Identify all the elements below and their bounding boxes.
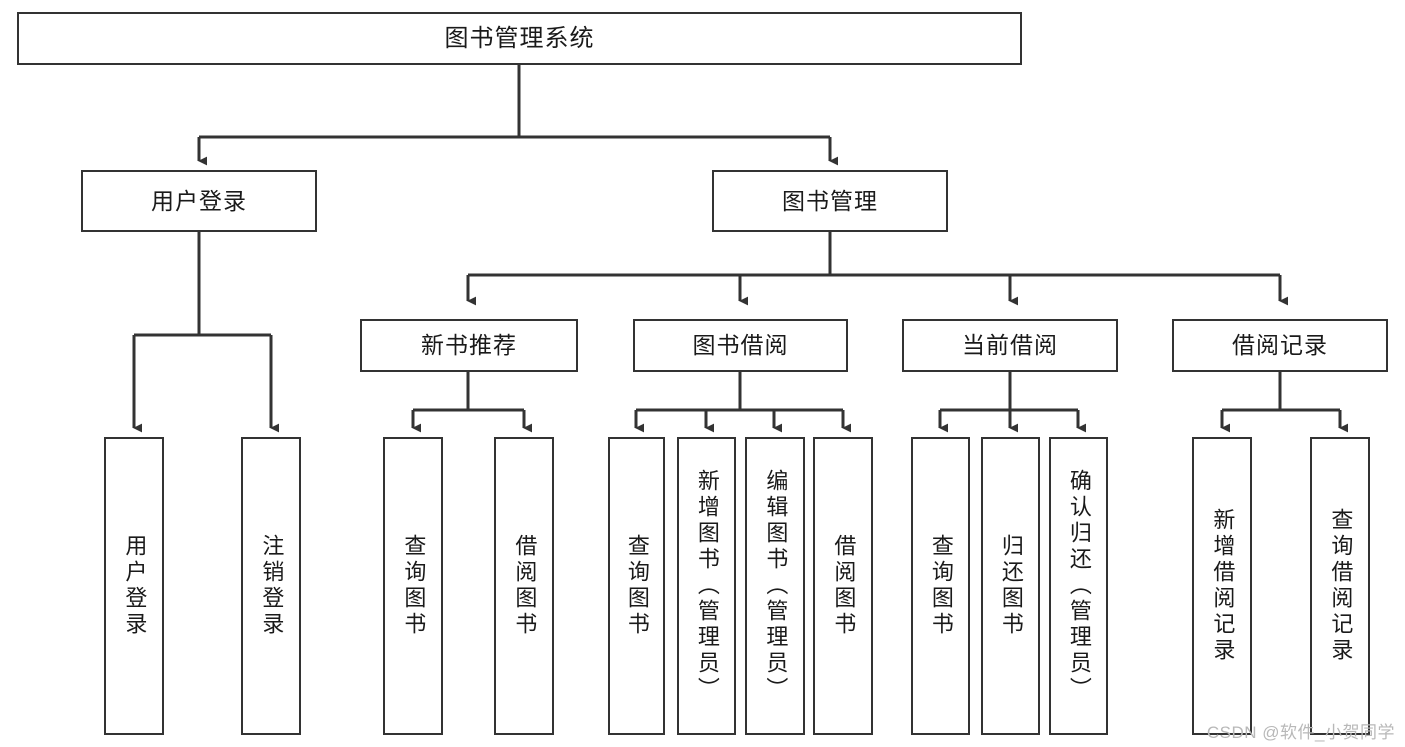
- node-label: 查询图书: [401, 534, 427, 638]
- node-book-borrow[interactable]: 图书借阅: [633, 319, 848, 372]
- node-label: 借阅记录: [1232, 332, 1328, 359]
- node-label: 确认归还（管理员）: [1066, 469, 1092, 703]
- node-label: 当前借阅: [962, 332, 1058, 359]
- csdn-watermark: CSDN @软件_小贺同学: [1206, 723, 1395, 742]
- leaf-query-book-borrow[interactable]: 查询图书: [608, 437, 665, 735]
- node-label: 借阅图书: [512, 534, 538, 638]
- node-current-borrow[interactable]: 当前借阅: [902, 319, 1118, 372]
- node-label: 查询图书: [928, 534, 954, 638]
- node-label: 注销登录: [259, 534, 285, 638]
- node-new-book-recommend[interactable]: 新书推荐: [360, 319, 578, 372]
- leaf-query-book-current[interactable]: 查询图书: [911, 437, 970, 735]
- node-label: 图书借阅: [692, 332, 789, 359]
- node-label: 编辑图书（管理员）: [763, 469, 789, 703]
- node-book-management[interactable]: 图书管理: [712, 170, 948, 232]
- leaf-edit-book-admin[interactable]: 编辑图书（管理员）: [745, 437, 805, 735]
- node-label: 归还图书: [998, 534, 1024, 638]
- node-label: 新增借阅记录: [1210, 508, 1236, 664]
- leaf-return-book[interactable]: 归还图书: [981, 437, 1040, 735]
- node-label: 查询图书: [624, 534, 650, 638]
- node-label: 新书推荐: [421, 332, 517, 359]
- node-label: 图书管理: [782, 187, 878, 214]
- leaf-query-book-recommend[interactable]: 查询图书: [383, 437, 443, 735]
- leaf-add-borrow-record[interactable]: 新增借阅记录: [1192, 437, 1252, 735]
- node-label: 用户登录: [151, 187, 247, 214]
- node-root-book-management-system[interactable]: 图书管理系统: [17, 12, 1022, 65]
- leaf-borrow-book-recommend[interactable]: 借阅图书: [494, 437, 554, 735]
- leaf-add-book-admin[interactable]: 新增图书（管理员）: [677, 437, 736, 735]
- node-label: 用户登录: [122, 534, 148, 638]
- node-label: 查询借阅记录: [1328, 508, 1354, 664]
- leaf-confirm-return-admin[interactable]: 确认归还（管理员）: [1049, 437, 1108, 735]
- leaf-logout-login[interactable]: 注销登录: [241, 437, 301, 735]
- node-label: 图书管理系统: [444, 24, 595, 52]
- node-user-login[interactable]: 用户登录: [81, 170, 317, 232]
- node-borrow-record[interactable]: 借阅记录: [1172, 319, 1388, 372]
- node-label: 借阅图书: [831, 534, 857, 638]
- leaf-user-login[interactable]: 用户登录: [104, 437, 164, 735]
- leaf-query-borrow-record[interactable]: 查询借阅记录: [1310, 437, 1370, 735]
- node-label: 新增图书（管理员）: [694, 469, 720, 703]
- leaf-borrow-book[interactable]: 借阅图书: [813, 437, 873, 735]
